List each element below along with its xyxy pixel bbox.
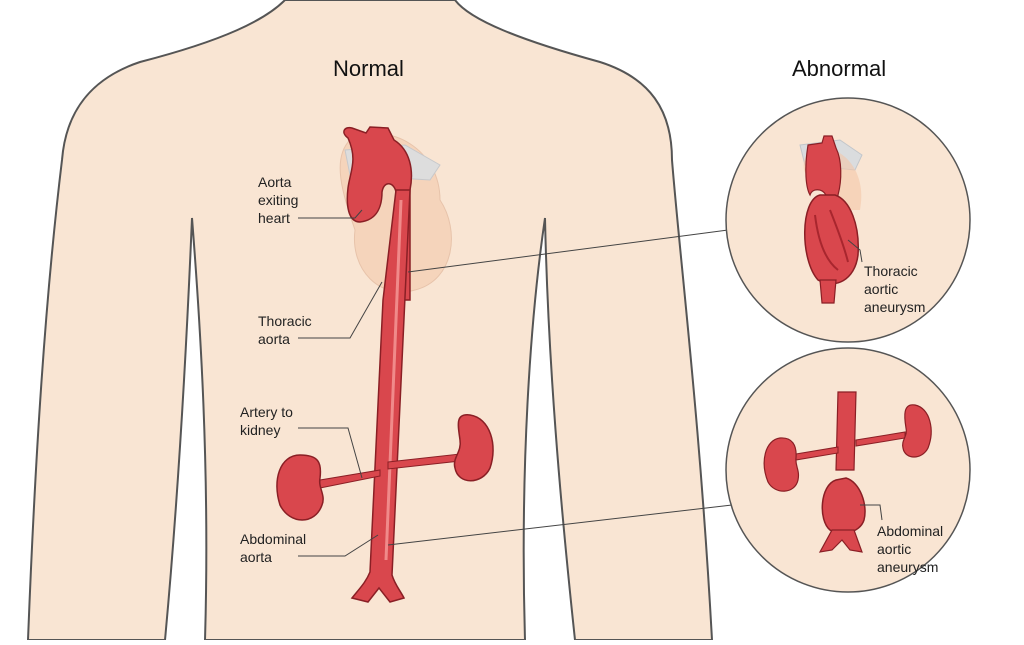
label-aorta-exiting-heart: Aorta exiting heart [258,174,299,226]
label-thoracic-aorta: Thoracic aorta [258,313,312,347]
aorta-highlight [384,199,403,561]
leader-lines [298,209,733,557]
heading-abnormal: Abnormal [792,56,887,81]
thoracic-aneurysm-inset [725,97,971,343]
abdominal-aneurysm-inset [725,347,971,593]
label-thoracic-aneurysm: Thoracic aortic aneurysm [864,263,926,315]
aortic-arch [343,126,413,301]
label-artery-to-kidney: Artery to kidney [240,404,293,438]
label-abdominal-aneurysm: Abdominal aortic aneurysm [877,523,944,575]
heading-normal: Normal [333,56,404,81]
label-abdominal-aorta: Abdominal aorta [240,531,307,565]
body-silhouette [26,0,714,641]
kidney-right [453,414,494,482]
kidney-left [276,454,324,521]
main-aorta [350,189,411,603]
